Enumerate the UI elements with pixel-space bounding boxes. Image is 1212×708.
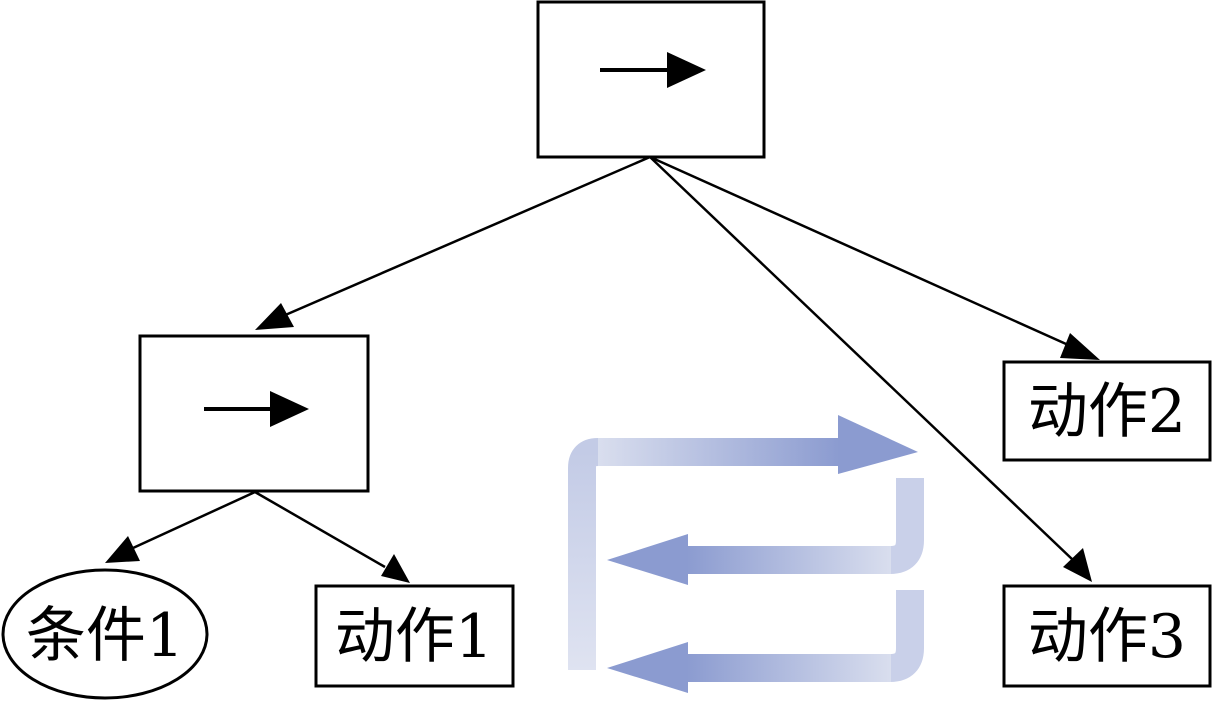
- condition1-node: 条件1: [1, 568, 209, 700]
- edge-root-to-action3: [649, 156, 1092, 582]
- sub-sequence-node: [138, 334, 370, 493]
- action1-label: 动作1: [335, 602, 493, 672]
- right-arrow-icon: [204, 391, 309, 427]
- flow-arrow-left-icon: [607, 534, 688, 585]
- flow-arrow-right-icon: [838, 415, 918, 474]
- action2-label: 动作2: [1028, 377, 1186, 447]
- edge-sub-to-condition1: [105, 490, 256, 563]
- root-sequence-node: [536, 0, 766, 159]
- condition1-label: 条件1: [26, 601, 184, 671]
- action2-node: 动作2: [1002, 360, 1212, 462]
- right-arrow-icon: [600, 52, 706, 88]
- edge-sub-to-action1: [254, 490, 410, 583]
- action3-label: 动作3: [1028, 602, 1186, 672]
- action1-node: 动作1: [314, 584, 515, 688]
- action3-node: 动作3: [1002, 584, 1212, 688]
- flow-arrow-left-icon: [607, 642, 688, 693]
- edge-root-to-sub: [255, 155, 651, 330]
- execution-order-arrows: [568, 415, 924, 693]
- edge-root-to-action2: [649, 155, 1100, 360]
